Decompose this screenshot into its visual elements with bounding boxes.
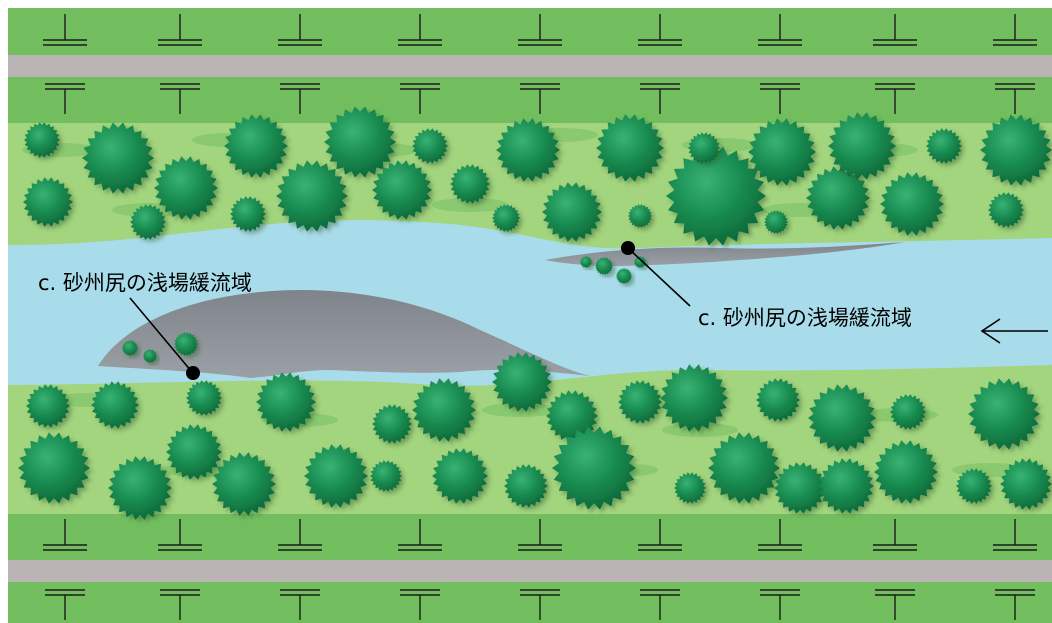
tree-icon <box>224 114 288 178</box>
tree-icon <box>492 352 552 412</box>
tree-icon <box>666 146 766 246</box>
tree-icon <box>756 378 800 422</box>
tree-icon <box>122 340 138 356</box>
tree-icon <box>108 456 172 520</box>
tree-icon <box>154 156 218 220</box>
tree-icon <box>546 390 598 442</box>
tree-icon <box>496 118 560 182</box>
tree-icon <box>956 468 992 504</box>
tree-icon <box>174 332 198 356</box>
tree-icon <box>988 192 1024 228</box>
tree-icon <box>628 204 652 228</box>
tree-icon <box>276 160 348 232</box>
tree-icon <box>26 384 70 428</box>
callout-left-text: c. 砂州尻の浅場緩流域 <box>38 271 252 295</box>
tree-icon <box>618 380 662 424</box>
tree-icon <box>130 204 166 240</box>
tree-icon <box>1000 458 1052 510</box>
tree-icon <box>230 196 266 232</box>
tree-icon <box>166 424 222 480</box>
tree-icon <box>143 349 157 363</box>
tree-icon <box>372 160 432 220</box>
tree-icon <box>968 378 1040 450</box>
tree-icon <box>596 114 664 182</box>
tree-icon <box>23 177 73 227</box>
leader-dot-left <box>186 366 200 380</box>
tree-icon <box>504 464 548 508</box>
tree-icon <box>412 128 448 164</box>
sandbar-lower-left <box>98 289 590 378</box>
tree-icon <box>708 432 780 504</box>
tree-icon <box>774 462 826 514</box>
tree-icon <box>818 458 874 514</box>
tree-icon <box>890 394 926 430</box>
tree-icon <box>828 112 896 180</box>
embankment-top <box>8 8 1052 123</box>
tree-icon <box>324 106 396 178</box>
flow-direction-arrow <box>980 318 1048 344</box>
callout-right-text: c. 砂州尻の浅場緩流域 <box>698 306 912 330</box>
tree-icon <box>432 448 488 504</box>
tree-icon <box>82 122 154 194</box>
tree-icon <box>634 256 646 268</box>
tree-icon <box>806 166 870 230</box>
tree-icon <box>880 172 944 236</box>
tree-icon <box>304 444 368 508</box>
callout-right: c. 砂州尻の浅場緩流域 <box>621 241 912 330</box>
tree-icon <box>764 210 788 234</box>
tree-icon <box>372 404 412 444</box>
tree-icon <box>492 204 520 232</box>
leader-line-left <box>129 297 193 373</box>
riparian-trees <box>18 106 1052 520</box>
tree-icon <box>595 257 613 275</box>
tree-icon <box>256 372 316 432</box>
callout-left: c. 砂州尻の浅場緩流域 <box>38 271 252 380</box>
leader-dot-right <box>621 241 635 255</box>
tree-icon <box>370 460 402 492</box>
tree-icon <box>748 118 816 186</box>
tree-icon <box>552 426 636 510</box>
sandbar-upper-right <box>545 242 905 266</box>
tree-icon <box>808 384 876 452</box>
tree-icon <box>980 114 1052 186</box>
embankment-bottom <box>8 514 1052 623</box>
tree-icon <box>412 378 476 442</box>
tree-icon <box>18 432 90 504</box>
tree-icon <box>674 472 706 504</box>
tree-icon <box>24 122 60 158</box>
embankment-symbols <box>43 14 1037 620</box>
tree-icon <box>660 364 728 432</box>
tree-icon <box>688 132 720 164</box>
tree-icon <box>91 381 139 429</box>
tree-icon <box>580 256 592 268</box>
tree-icon <box>542 182 602 242</box>
tree-icon <box>874 440 938 504</box>
tree-icon <box>186 380 222 416</box>
tree-icon <box>212 452 276 516</box>
tree-icon <box>450 164 490 204</box>
tree-icon <box>616 268 632 284</box>
leader-line-right <box>627 247 691 307</box>
tree-icon <box>926 128 962 164</box>
